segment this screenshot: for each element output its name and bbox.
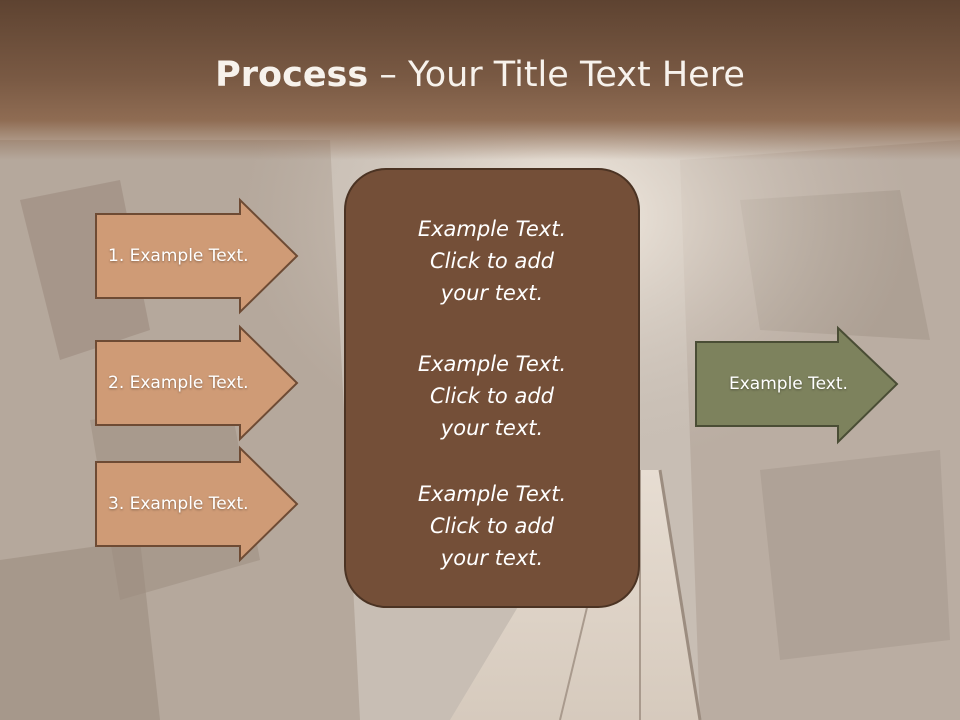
- left-arrow-2[interactable]: [95, 324, 299, 442]
- center-block-3-line-2: Click to add: [429, 514, 554, 538]
- title-bar: [0, 0, 960, 160]
- left-arrow-2-label: 2. Example Text.: [108, 373, 249, 393]
- right-arrow[interactable]: [695, 325, 899, 445]
- center-block-2-line-1: Example Text.: [417, 352, 567, 376]
- center-text-block-3[interactable]: Example Text. Click to add your text.: [344, 478, 640, 574]
- center-block-1-line-3: your text.: [440, 281, 544, 305]
- center-block-1-line-1: Example Text.: [417, 217, 567, 241]
- center-block-3-line-3: your text.: [440, 546, 544, 570]
- title-rest: – Your Title Text Here: [368, 55, 745, 95]
- slide-title[interactable]: Process – Your Title Text Here: [0, 52, 960, 98]
- left-arrow-3[interactable]: [95, 445, 299, 563]
- center-block-3-line-1: Example Text.: [417, 482, 567, 506]
- left-arrow-1[interactable]: [95, 197, 299, 315]
- title-bold: Process: [215, 55, 369, 95]
- left-arrow-3-label: 3. Example Text.: [108, 494, 249, 514]
- center-block-1-line-2: Click to add: [429, 249, 554, 273]
- center-text-block-1[interactable]: Example Text. Click to add your text.: [344, 213, 640, 309]
- right-arrow-label: Example Text.: [729, 374, 848, 394]
- center-block-2-line-2: Click to add: [429, 384, 554, 408]
- center-block-2-line-3: your text.: [440, 416, 544, 440]
- center-text-box[interactable]: [344, 168, 640, 608]
- left-arrow-1-label: 1. Example Text.: [108, 246, 249, 266]
- center-text-block-2[interactable]: Example Text. Click to add your text.: [344, 348, 640, 444]
